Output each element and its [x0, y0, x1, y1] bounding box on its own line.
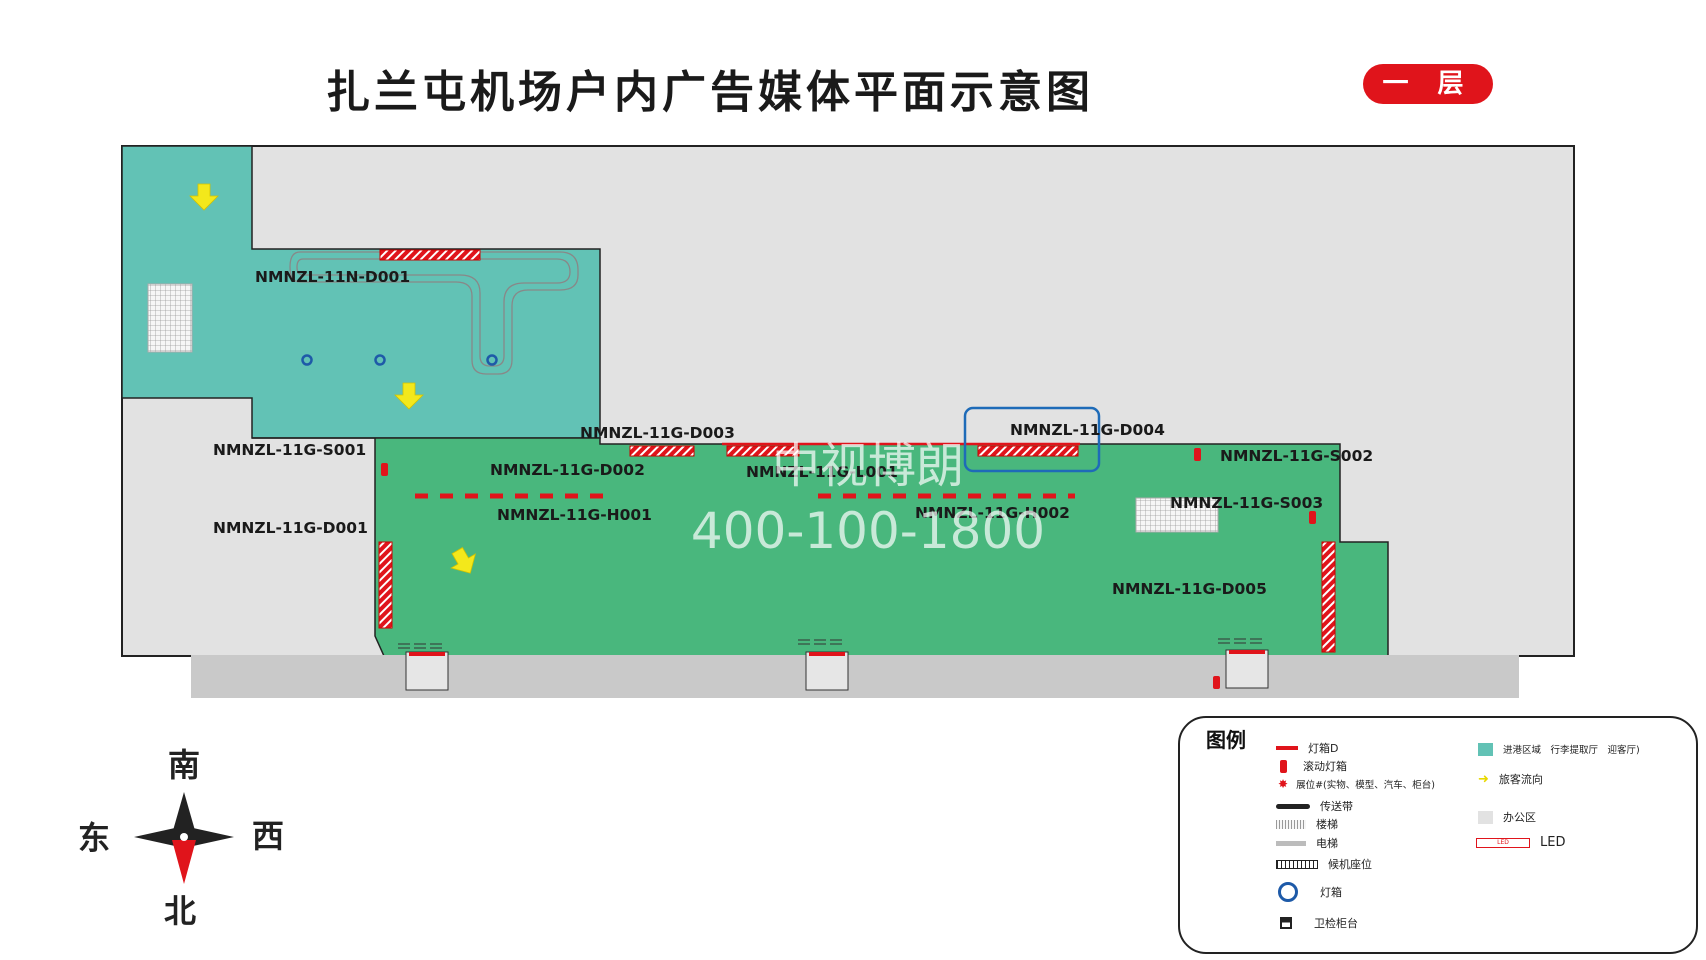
conveyor-icon: [1276, 803, 1310, 809]
legend-stairs: 楼梯: [1276, 816, 1338, 832]
lightbox-g-d005: [1321, 541, 1336, 653]
scroll-box-s001: [381, 463, 388, 476]
led-icon: LED: [1476, 837, 1530, 848]
legend-conveyor: 传送带: [1276, 798, 1353, 814]
arrival-area-swatch: [1478, 742, 1493, 756]
label-g-d002: NMNZL-11G-D002: [490, 461, 645, 479]
label-g-h001: NMNZL-11G-H001: [497, 506, 652, 524]
label-g-s003: NMNZL-11G-S003: [1170, 494, 1323, 512]
watermark-company: 中视博朗: [772, 438, 964, 494]
seats-icon: [1276, 859, 1318, 869]
legend-seats: 候机座位: [1276, 856, 1372, 872]
label-g-d004: NMNZL-11G-D004: [1010, 421, 1165, 439]
scroll-box-bottom: [1213, 676, 1220, 689]
stairs-icon: [1276, 819, 1306, 829]
gate-2: [798, 639, 849, 691]
lightbox-d-icon: [1276, 746, 1298, 750]
label-g-d005: NMNZL-11G-D005: [1112, 580, 1267, 598]
waiting-seats: [1135, 497, 1219, 533]
scrolling-lightboxes: [381, 448, 1316, 689]
compass-north: 北: [164, 892, 196, 930]
scroll-box-s002: [1194, 448, 1201, 461]
label-g-h002: NMNZL-11G-H002: [915, 504, 1070, 522]
scrolling-lightbox-icon: [1280, 759, 1287, 773]
round-lightboxes: [301, 354, 498, 366]
label-n-d001: NMNZL-11N-D001: [255, 268, 410, 286]
compass-east: 东: [78, 819, 110, 857]
scroll-box-s003: [1309, 511, 1316, 524]
security-gates: [398, 638, 1269, 691]
passenger-flow-icon: ➜: [1478, 771, 1489, 787]
highlight-box-d004: [963, 406, 1101, 473]
walkway-strip: [191, 655, 1519, 698]
conveyor-belt: [289, 251, 579, 375]
lightbox-ads: [378, 249, 1336, 653]
lightbox-g-d001: [378, 541, 393, 629]
legend-passenger-flow: ➜ 旅客流向: [1478, 771, 1543, 787]
legend-lightbox-round: 灯箱: [1278, 882, 1342, 902]
legend-lightbox-d: 灯箱D: [1276, 740, 1338, 756]
compass-south: 南: [168, 746, 200, 784]
elevator-icon: [1276, 840, 1306, 846]
flow-arrow-2: [394, 382, 424, 410]
office-swatch: [1478, 810, 1493, 824]
legend-arrival-area: 进港区域 行李提取厅 迎客厅): [1478, 742, 1640, 756]
compass-north-tip: [172, 840, 196, 884]
label-g-s002: NMNZL-11G-S002: [1220, 447, 1373, 465]
legend-scrolling-lightbox: 滚动灯箱: [1280, 758, 1347, 774]
legend-security-counter: 卫检柜台: [1280, 915, 1358, 931]
legend-title: 图例: [1206, 728, 1246, 752]
gate-3: [1218, 638, 1269, 689]
flow-arrow-3: [450, 547, 477, 574]
lightbox-g-l001: [726, 445, 800, 457]
passenger-flow-arrows: [189, 183, 477, 574]
booth-icon: ✸: [1278, 777, 1289, 791]
compass: 南 东 西 北: [78, 746, 284, 930]
stairs: [147, 283, 193, 353]
label-g-s001: NMNZL-11G-S001: [213, 441, 366, 459]
legend: 图例 灯箱D 滚动灯箱 ✸ 展位#(实物、模型、汽车、柜台) 传送带 楼梯 电梯…: [1178, 716, 1698, 954]
label-g-d003: NMNZL-11G-D003: [580, 424, 735, 442]
security-counter-icon: [1280, 917, 1292, 929]
round-lightbox-icon: [1278, 882, 1298, 902]
lightbox-g-d004: [977, 445, 1079, 457]
gate-1: [398, 643, 449, 691]
label-g-l001: NMNZL-11G-L001: [746, 463, 898, 481]
legend-office: 办公区: [1478, 809, 1536, 825]
lightbox-g-d003: [629, 445, 695, 457]
main-hall-area: [252, 437, 1389, 657]
page-title: 扎兰屯机场户内广告媒体平面示意图: [326, 67, 1094, 118]
compass-west: 西: [252, 817, 284, 855]
legend-elevator: 电梯: [1276, 835, 1338, 851]
label-g-d001: NMNZL-11G-D001: [213, 519, 368, 537]
lightbox-n-d001: [379, 249, 481, 261]
floor-badge: 一 层: [1363, 64, 1493, 104]
watermark-phone: 400-100-1800: [691, 502, 1045, 560]
legend-led: LED LED: [1476, 835, 1565, 850]
legend-booth: ✸ 展位#(实物、模型、汽车、柜台): [1278, 777, 1435, 791]
flow-arrow-1: [189, 183, 219, 211]
